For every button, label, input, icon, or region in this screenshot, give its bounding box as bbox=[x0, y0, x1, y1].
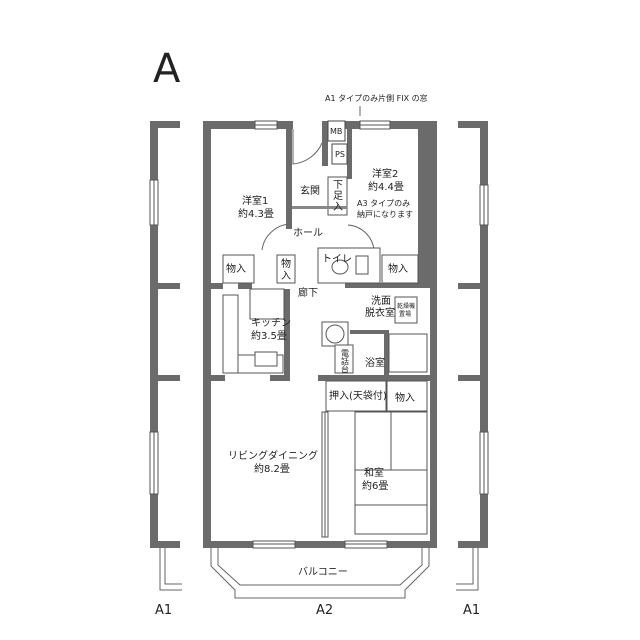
main-unit-walls bbox=[203, 121, 437, 548]
genkan-label: 玄関 bbox=[300, 184, 320, 197]
phone-label-2: 話 bbox=[341, 356, 349, 366]
unit-label-left: A1 bbox=[155, 603, 172, 618]
left-unit bbox=[149, 121, 182, 591]
room2-size: 約4.4畳 bbox=[368, 180, 404, 193]
bath-label: 浴室 bbox=[365, 356, 385, 369]
washroom-label-1: 洗面 bbox=[371, 295, 391, 307]
storage4-label: 物入 bbox=[395, 391, 415, 404]
washitsu-size: 約6畳 bbox=[362, 479, 388, 492]
top-note: A1 タイプのみ片側 FIX の窓 bbox=[325, 93, 428, 103]
getabako-3: 入 bbox=[333, 202, 343, 213]
mb-label: MB bbox=[330, 127, 342, 136]
oshiire-label: 押入(天袋付) bbox=[329, 389, 387, 402]
room2-note1: A3 タイプのみ bbox=[357, 199, 410, 208]
storage2-label-1: 物 bbox=[281, 257, 291, 270]
hall-label: ホール bbox=[293, 227, 323, 239]
phone-label-1: 電 bbox=[341, 349, 349, 358]
unit-label-center: A2 bbox=[316, 603, 333, 618]
living-size: 約8.2畳 bbox=[254, 462, 290, 475]
room-labels: 洋室1 約4.3畳 洋室2 約4.4畳 A3 タイプのみ 納戸になります MB … bbox=[226, 127, 415, 578]
dryer-label-2: 置場 bbox=[399, 310, 411, 318]
storage2-label-2: 入 bbox=[281, 271, 291, 282]
getabako-2: 足 bbox=[333, 190, 343, 202]
room2-name: 洋室2 bbox=[372, 167, 398, 180]
kitchen-name: キッチン bbox=[251, 317, 291, 329]
storage3-label: 物入 bbox=[388, 262, 408, 275]
room1-name: 洋室1 bbox=[242, 194, 268, 207]
ps-label: PS bbox=[335, 150, 345, 159]
right-unit bbox=[456, 121, 489, 591]
room2-note2: 納戸になります bbox=[357, 209, 413, 219]
phone-label-3: 台 bbox=[341, 364, 349, 374]
living-name: リビングダイニング bbox=[228, 449, 318, 462]
corridor-label: 廊下 bbox=[298, 286, 318, 299]
dryer-label-1: 乾燥機 bbox=[397, 302, 415, 310]
room1-size: 約4.3畳 bbox=[238, 207, 274, 220]
balcony-label: バルコニー bbox=[298, 566, 348, 578]
kitchen-size: 約3.5畳 bbox=[251, 329, 287, 342]
toilet-label: トイレ bbox=[322, 254, 352, 265]
getabako-1: 下 bbox=[333, 180, 343, 191]
washitsu-name: 和室 bbox=[364, 466, 384, 479]
washroom-label-2: 脱衣室 bbox=[365, 306, 395, 319]
plan-title: A bbox=[153, 46, 181, 92]
storage1-label: 物入 bbox=[226, 262, 246, 275]
unit-label-right: A1 bbox=[463, 603, 480, 618]
